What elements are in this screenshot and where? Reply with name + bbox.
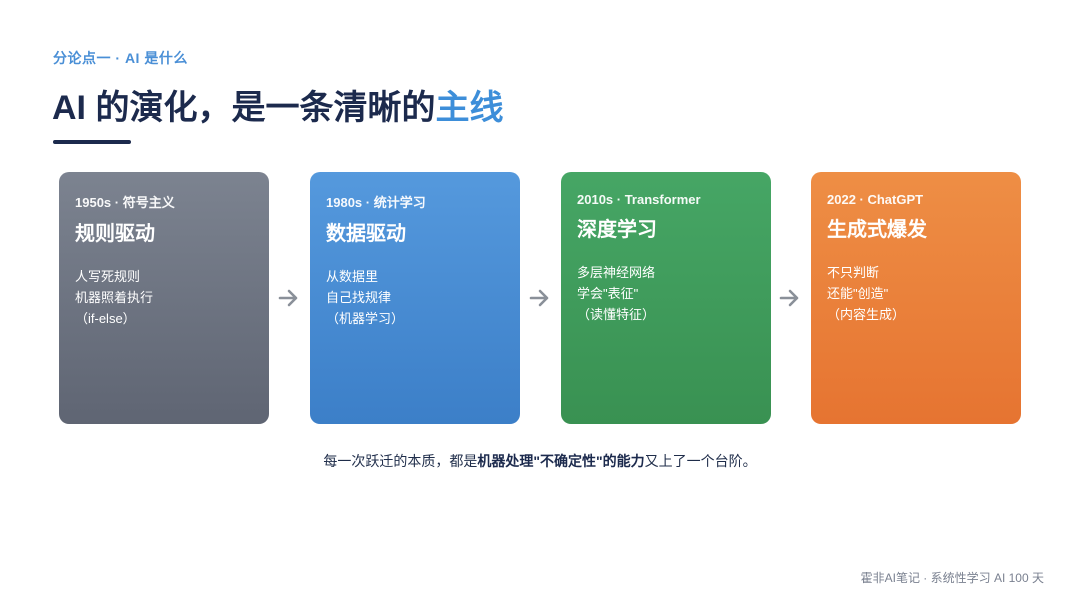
title-accent: 主线 xyxy=(435,89,504,127)
summary-prefix: 每一次跃迁的本质，都是 xyxy=(323,453,478,469)
era-card-statistical-learning: 1980s · 统计学习 数据驱动 从数据里 自己找规律 （机器学习） xyxy=(310,172,520,424)
card-era-label: 2022 · ChatGPT xyxy=(827,192,924,207)
arrow-right-icon xyxy=(277,286,301,310)
summary-emphasis: 机器处理"不确定性"的能力 xyxy=(477,453,645,469)
page-title: AI 的演化，是一条清晰的主线 xyxy=(52,80,503,129)
card-line: 从数据里 xyxy=(326,269,379,284)
title-main: AI 的演化，是一条清晰的 xyxy=(52,89,436,127)
summary-text: 每一次跃迁的本质，都是机器处理"不确定性"的能力又上了一个台阶。 xyxy=(0,451,1080,471)
footer-credit: 霍非AI笔记 · 系统性学习 AI 100 天 xyxy=(860,571,1044,585)
card-line: 还能"创造" xyxy=(827,286,889,301)
card-line: （读懂特征） xyxy=(577,307,656,322)
card-line: 多层神经网络 xyxy=(577,265,656,280)
card-heading: 数据驱动 xyxy=(326,223,406,245)
card-body: 不只判断 还能"创造" （内容生成） xyxy=(827,262,1005,325)
card-era-label: 1980s · 统计学习 xyxy=(326,195,426,210)
summary-suffix: 又上了一个台阶。 xyxy=(644,453,757,469)
card-line: （if-else） xyxy=(75,311,136,326)
era-card-symbolism: 1950s · 符号主义 规则驱动 人写死规则 机器照着执行 （if-else） xyxy=(59,172,269,424)
card-line: 人写死规则 xyxy=(75,269,141,284)
card-body: 多层神经网络 学会"表征" （读懂特征） xyxy=(577,262,755,325)
card-line: （机器学习） xyxy=(326,311,405,326)
card-heading: 规则驱动 xyxy=(75,223,155,245)
card-line: 机器照着执行 xyxy=(75,290,154,305)
card-heading: 深度学习 xyxy=(577,219,657,241)
card-line: 不只判断 xyxy=(827,265,880,280)
card-line: 自己找规律 xyxy=(326,290,392,305)
card-era-label: 1950s · 符号主义 xyxy=(75,195,175,210)
arrow-right-icon xyxy=(528,286,552,310)
arrow-right-icon xyxy=(778,286,802,310)
card-body: 人写死规则 机器照着执行 （if-else） xyxy=(75,266,253,329)
card-heading: 生成式爆发 xyxy=(827,219,927,241)
card-line: 学会"表征" xyxy=(577,286,639,301)
section-label: 分论点一 · AI 是什么 xyxy=(53,50,188,66)
era-card-generative: 2022 · ChatGPT 生成式爆发 不只判断 还能"创造" （内容生成） xyxy=(811,172,1021,424)
era-card-deep-learning: 2010s · Transformer 深度学习 多层神经网络 学会"表征" （… xyxy=(561,172,771,424)
card-line: （内容生成） xyxy=(827,307,906,322)
card-era-label: 2010s · Transformer xyxy=(577,192,701,207)
title-underline xyxy=(53,140,131,144)
card-body: 从数据里 自己找规律 （机器学习） xyxy=(326,266,504,329)
